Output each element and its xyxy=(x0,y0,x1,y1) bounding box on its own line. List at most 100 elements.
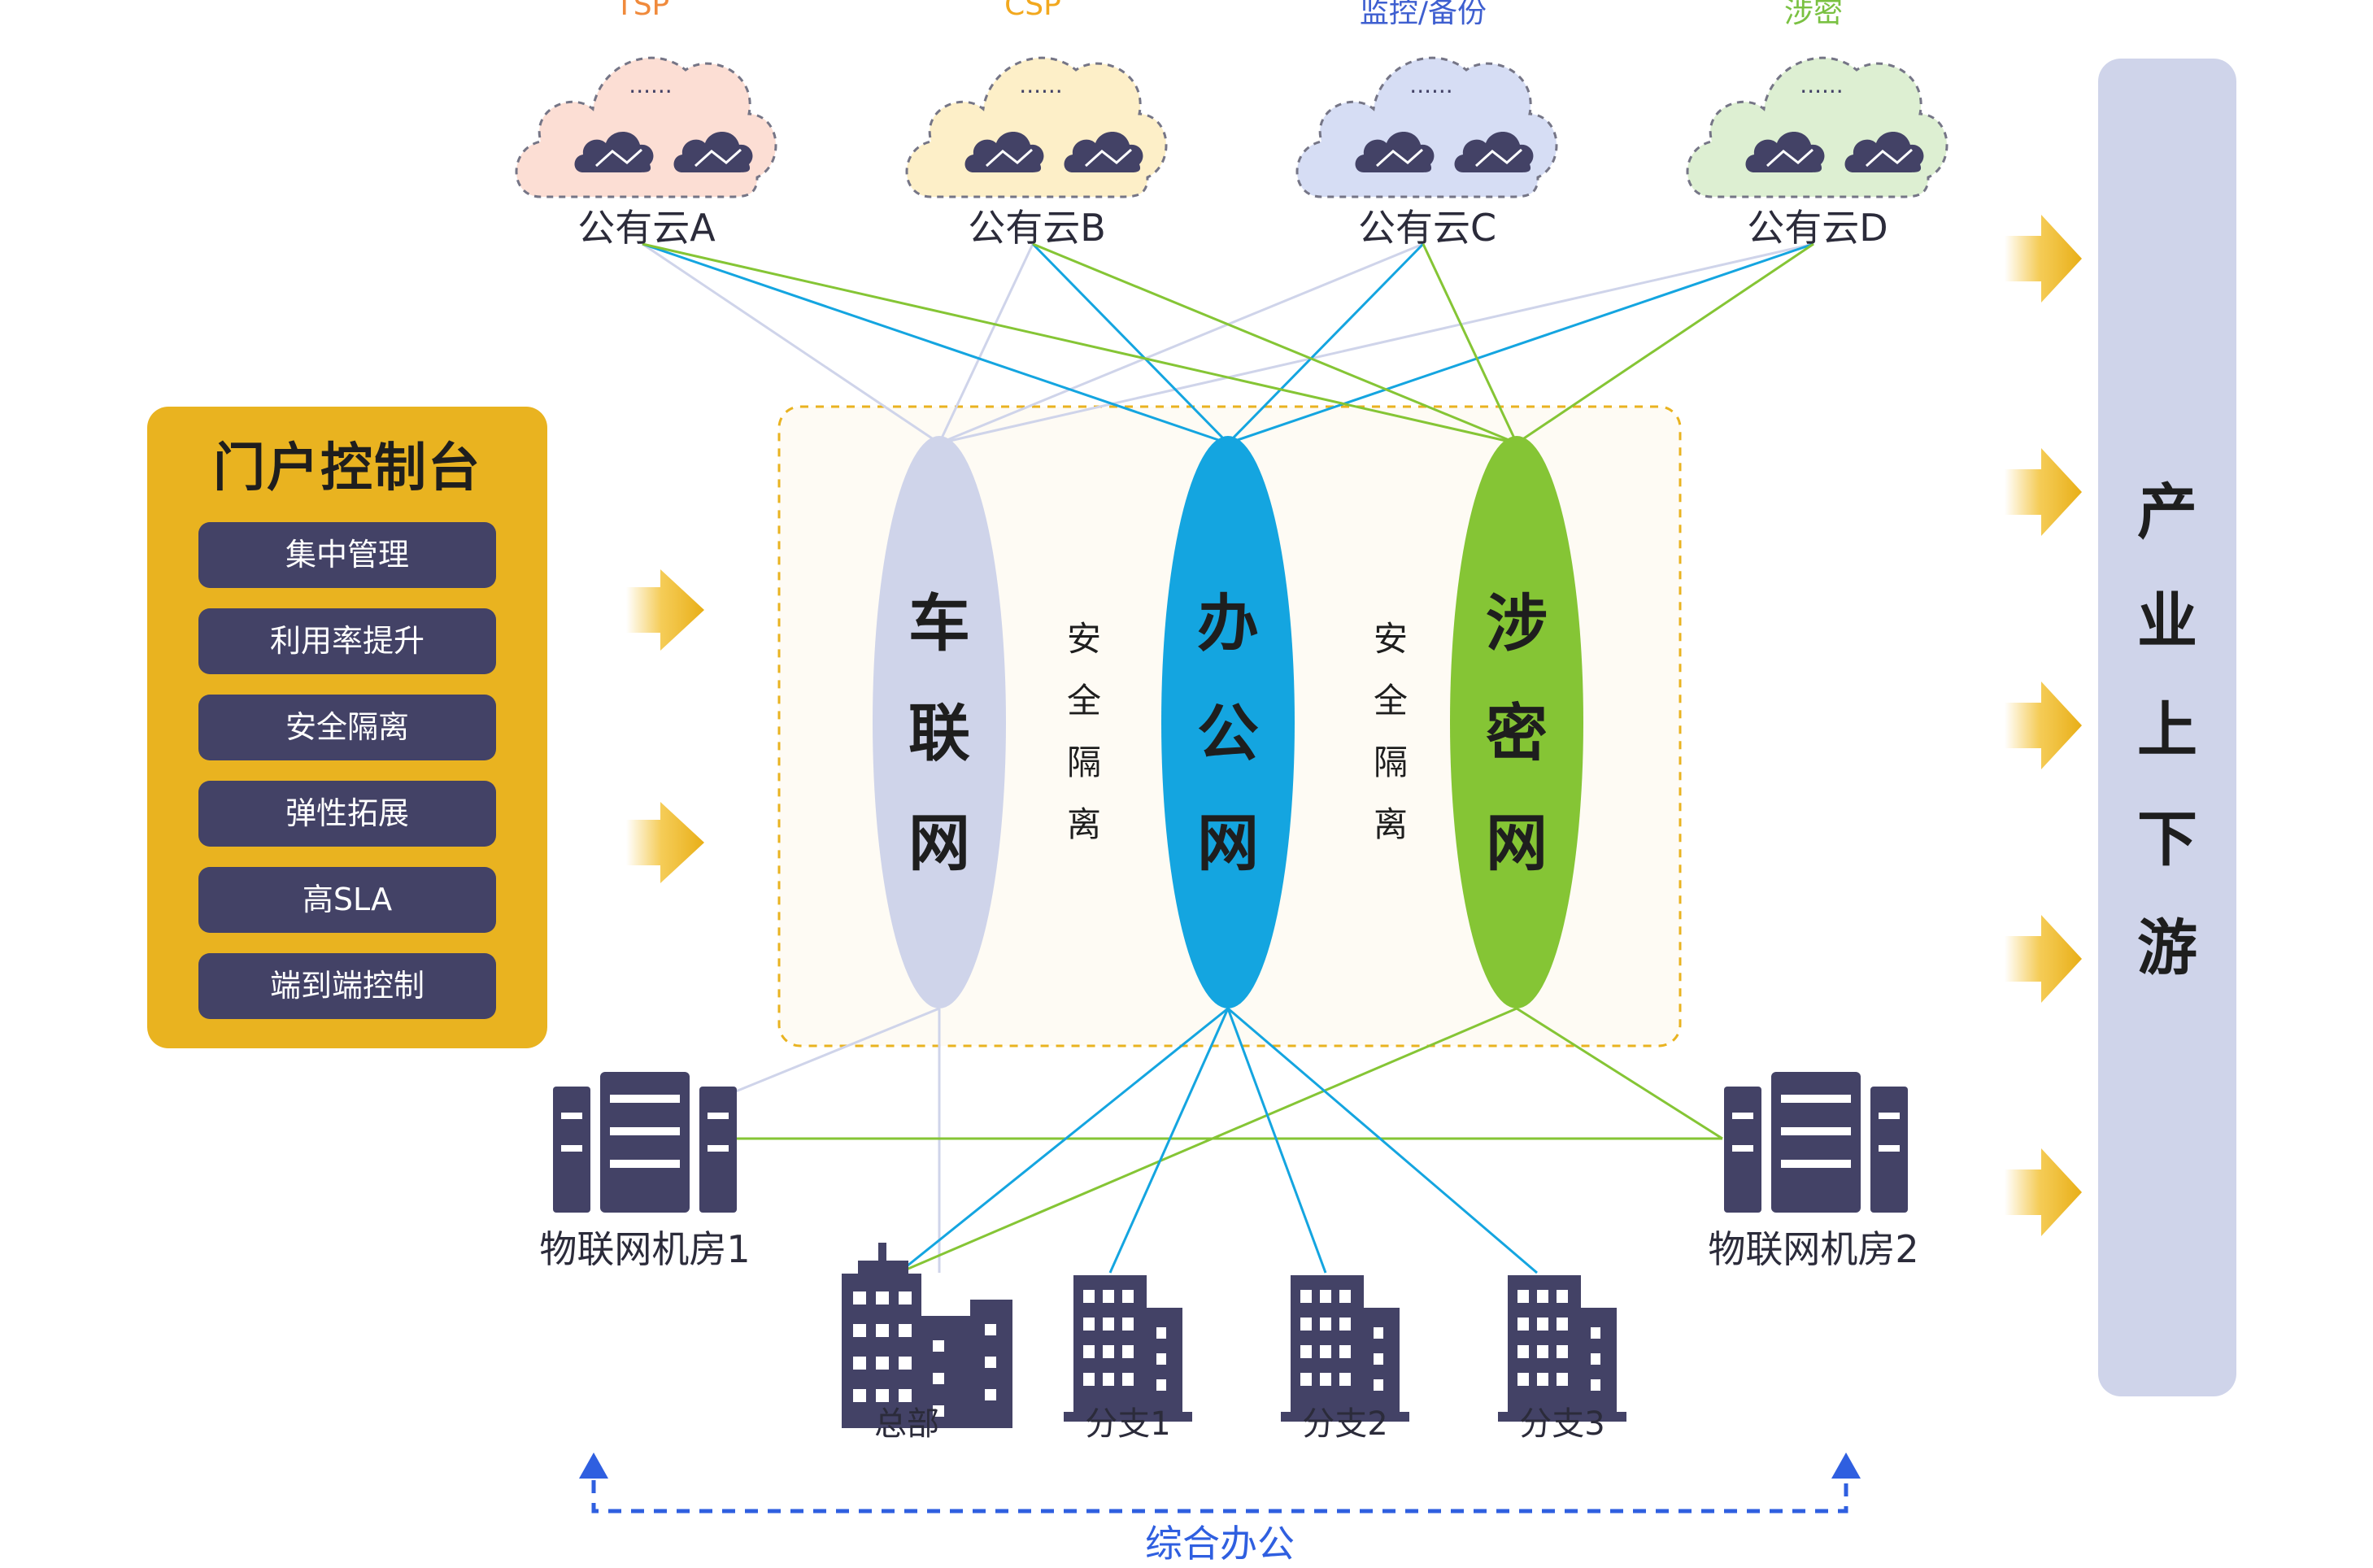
portal-item[interactable]: 端到端控制 xyxy=(198,953,496,1019)
isolation-char: 全 xyxy=(1066,681,1101,721)
cloud-dots: ...... xyxy=(1800,72,1844,98)
portal-item[interactable]: 安全隔离 xyxy=(198,695,496,760)
portal-item[interactable]: 集中管理 xyxy=(198,522,496,588)
link-cloudA-office xyxy=(642,242,1229,445)
cloud-top-label: 涉密 xyxy=(1783,0,1843,29)
industry-char: 上 xyxy=(2137,695,2197,765)
isolation-char: 隔 xyxy=(1373,743,1408,782)
arrow-icon xyxy=(2005,915,2082,1003)
network-char: 涉 xyxy=(1486,587,1548,660)
industry-char: 下 xyxy=(2137,804,2197,874)
network-char: 密 xyxy=(1486,697,1548,769)
arrow-icon xyxy=(2005,448,2082,536)
public-cloud xyxy=(905,56,1168,198)
isolation-char: 隔 xyxy=(1066,743,1101,782)
link-cloudC-chelian xyxy=(938,242,1424,445)
server-rack-icon xyxy=(553,1072,1908,1213)
link-chelian-dc1 xyxy=(723,1007,940,1098)
isolation-char: 安 xyxy=(1066,619,1101,659)
network-char: 网 xyxy=(1486,807,1548,879)
network-char: 公 xyxy=(1197,697,1259,769)
public-cloud xyxy=(515,56,777,198)
mini-cloud-line xyxy=(694,148,742,168)
arrow-icon xyxy=(626,802,704,883)
link-cloudB-secret xyxy=(1032,242,1517,445)
link-cloudB-office xyxy=(1031,242,1230,445)
public-cloud xyxy=(1295,56,1558,198)
datacenter-label: 物联网机房2 xyxy=(1708,1227,1919,1271)
mini-cloud-line xyxy=(1865,148,1913,168)
arrow-icon xyxy=(2005,682,2082,769)
network-char: 车 xyxy=(908,587,970,660)
mini-cloud-line xyxy=(1375,148,1423,168)
arrow-icon xyxy=(2005,1148,2082,1236)
industry-char: 产 xyxy=(2137,477,2197,547)
cloud-top-label: 监控/备份 xyxy=(1359,0,1487,29)
arrow-up-icon xyxy=(579,1453,608,1479)
link-office-branch3 xyxy=(1227,1007,1538,1274)
mini-cloud-line xyxy=(594,148,642,168)
network-char: 办 xyxy=(1197,587,1259,660)
link-office-hq xyxy=(898,1007,1229,1274)
gold-arrows xyxy=(626,215,2082,1236)
industry-char: 业 xyxy=(2137,586,2197,656)
isolation-char: 全 xyxy=(1373,681,1408,721)
link-cloudA-chelian xyxy=(642,242,940,445)
link-cloudD-office xyxy=(1227,242,1814,445)
cloud-top-label: CSP xyxy=(1004,0,1061,22)
arrow-up-icon xyxy=(1831,1453,1861,1479)
integrated-office-bracket xyxy=(579,1453,1861,1514)
industry-char: 游 xyxy=(2137,913,2197,983)
isolation-char: 安 xyxy=(1373,619,1408,659)
portal-item[interactable]: 高SLA xyxy=(198,867,496,933)
link-cloudD-chelian xyxy=(938,242,1814,445)
link-secret-hq xyxy=(898,1007,1517,1274)
isolation-char: 离 xyxy=(1066,804,1101,844)
building-icon xyxy=(842,1243,1626,1428)
clouds-layer xyxy=(515,56,1948,198)
network-chelian xyxy=(873,436,1006,1008)
network-office xyxy=(1161,436,1295,1008)
office-label: 分支1 xyxy=(1085,1405,1171,1443)
industry-bar: 产 业 上 下 游 xyxy=(2098,59,2236,1396)
mini-cloud-line xyxy=(1474,148,1522,168)
network-secret xyxy=(1450,436,1583,1008)
portal-item[interactable]: 弹性拓展 xyxy=(198,781,496,847)
link-secret-dc2 xyxy=(1516,1007,1723,1140)
datacenter-label: 物联网机房1 xyxy=(539,1227,751,1271)
network-char: 联 xyxy=(908,697,970,769)
link-office-branch1 xyxy=(1108,1008,1230,1274)
cloud-name: 公有云A xyxy=(577,206,716,250)
mini-cloud-line xyxy=(1766,148,1813,168)
link-cloudB-chelian xyxy=(938,243,1034,444)
link-cloudA-secret xyxy=(642,242,1517,445)
cloud-links xyxy=(642,242,1814,445)
cloud-dots: ...... xyxy=(1019,72,1063,98)
link-cloudD-secret xyxy=(1516,242,1814,445)
cloud-dots: ...... xyxy=(629,72,673,98)
office-label: 分支2 xyxy=(1302,1405,1388,1443)
office-label: 总部 xyxy=(874,1405,939,1443)
cloud-name: 公有云B xyxy=(968,206,1106,250)
site-links xyxy=(723,1007,1723,1274)
cloud-dots: ...... xyxy=(1409,72,1453,98)
cloud-name: 公有云D xyxy=(1747,206,1888,250)
portal-title: 门户控制台 xyxy=(213,438,481,499)
cloud-name: 公有云C xyxy=(1357,206,1497,250)
link-office-branch2 xyxy=(1226,1008,1327,1274)
arrow-icon xyxy=(2005,215,2082,303)
link-cloudC-office xyxy=(1226,242,1425,445)
network-char: 网 xyxy=(1197,807,1259,879)
public-cloud xyxy=(1686,56,1948,198)
portal-console: 门户控制台 集中管理 利用率提升 安全隔离 弹性拓展 高SLA 端到端控制 xyxy=(147,407,547,1048)
mini-cloud-line xyxy=(985,148,1033,168)
office-label: 分支3 xyxy=(1519,1405,1605,1443)
integrated-office-label: 综合办公 xyxy=(1145,1522,1295,1566)
link-cloudC-secret xyxy=(1422,243,1518,444)
network-char: 网 xyxy=(908,807,970,879)
arrow-icon xyxy=(626,569,704,651)
mini-cloud-line xyxy=(1084,148,1132,168)
isolation-char: 离 xyxy=(1373,804,1408,844)
portal-item[interactable]: 利用率提升 xyxy=(198,608,496,674)
